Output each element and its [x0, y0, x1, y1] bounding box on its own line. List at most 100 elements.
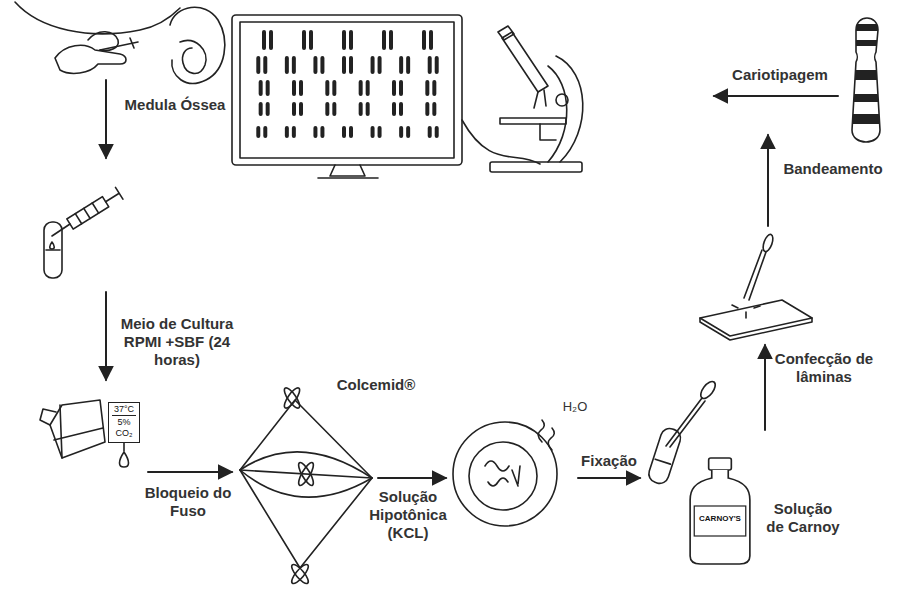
karyotype — [399, 126, 403, 138]
incubator-setting: 5% CO₂ — [112, 415, 136, 439]
karyotype — [399, 80, 403, 96]
monitor — [240, 22, 454, 158]
tube-pipette — [647, 426, 683, 485]
karyotype — [256, 30, 438, 138]
step-label: Bloqueio do Fuso — [140, 484, 236, 520]
step-label: Medula Óssea — [118, 96, 232, 114]
culture-flask — [40, 400, 105, 458]
karyotype — [349, 30, 353, 50]
syringe-tube — [44, 187, 123, 278]
mitotic-spindle — [240, 386, 372, 586]
bottle-label-text: CARNOY'S — [686, 514, 754, 524]
karyotype — [332, 102, 336, 116]
microscope — [498, 26, 514, 40]
tube-pipette — [655, 459, 670, 464]
mitotic-spindle — [240, 452, 372, 478]
karyotype — [320, 56, 324, 74]
flow-arrow — [578, 477, 640, 479]
swollen-cell — [512, 466, 520, 486]
microscope — [534, 90, 546, 108]
microscope — [556, 56, 583, 162]
karyotype — [313, 126, 317, 138]
banded-chromosome — [852, 18, 880, 142]
karyotype — [359, 102, 363, 116]
karyotype — [342, 126, 346, 138]
karyotype — [392, 80, 396, 96]
karyotype — [435, 56, 439, 74]
tube-pipette — [647, 379, 718, 486]
tube-pipette — [698, 379, 718, 401]
bottle-outline — [686, 456, 754, 566]
karyotype — [435, 126, 439, 138]
culture-flask — [40, 409, 56, 425]
banded-chromosome — [850, 40, 884, 46]
mitotic-spindle — [240, 400, 372, 568]
syringe-tube — [75, 187, 123, 224]
karyotype — [342, 56, 346, 74]
microscope — [490, 26, 583, 172]
karyotype — [256, 56, 260, 74]
mitotic-spindle — [282, 386, 302, 410]
karyotype — [263, 56, 267, 74]
bottle-cap — [709, 458, 732, 470]
mitotic-spindle — [282, 386, 302, 410]
karyotype — [349, 56, 353, 74]
karyotype — [285, 56, 289, 74]
karyotype — [269, 30, 273, 50]
karyotype — [342, 30, 346, 50]
karyotype — [259, 80, 263, 96]
sign-stand — [123, 443, 125, 451]
step-label: Solução Hipotônica (KCL) — [362, 488, 454, 542]
karyotype — [309, 30, 313, 50]
flow-arrow — [764, 345, 766, 430]
swollen-cell — [469, 442, 537, 510]
drop — [120, 452, 129, 467]
patient-sketch — [55, 45, 126, 73]
tube-pipette — [666, 398, 702, 446]
karyotype — [262, 30, 266, 50]
slide-dropper — [700, 318, 812, 340]
patient-sketch — [180, 41, 206, 74]
karyotype — [292, 102, 296, 116]
swollen-cell — [488, 478, 508, 486]
tube-pipette — [647, 426, 683, 485]
swollen-cell — [538, 420, 544, 442]
step-label: Confecção de lâminas — [770, 350, 878, 386]
karyotype — [313, 56, 317, 74]
karyotype — [299, 102, 303, 116]
mitotic-spindle — [296, 461, 316, 488]
monitor — [330, 165, 365, 176]
syringe-tube — [67, 197, 109, 229]
swollen-cell — [548, 428, 554, 450]
flow-arrow — [767, 135, 769, 226]
banded-chromosome — [850, 18, 884, 142]
culture-flask — [50, 400, 105, 458]
step-label: Solução de Carnoy — [764, 500, 842, 536]
karyotype — [429, 30, 433, 50]
slide-dropper — [732, 305, 760, 318]
slide-dropper — [749, 252, 766, 300]
swollen-cell — [453, 420, 557, 526]
karyotype — [428, 126, 432, 138]
karyotype — [366, 80, 370, 96]
culture-flask — [60, 405, 62, 458]
karyotype — [378, 56, 382, 74]
step-label: Meio de Cultura RPMI +SBF (24 horas) — [114, 315, 240, 369]
monitor — [318, 177, 378, 179]
karyotype — [406, 56, 410, 74]
karyotype — [266, 102, 270, 116]
reagent-bottle: CARNOY'S — [686, 456, 754, 566]
step-label: Colcemid® — [330, 376, 422, 394]
karyotype — [432, 80, 436, 96]
slide-dropper — [700, 300, 812, 336]
karyotype — [285, 126, 289, 138]
microscope — [502, 32, 548, 92]
karyotype — [259, 102, 263, 116]
step-label: Cariotipagem — [724, 66, 836, 84]
banded-chromosome — [850, 24, 884, 31]
karyotype — [266, 80, 270, 96]
karyotype — [292, 126, 296, 138]
illustration — [15, 2, 884, 586]
karyotype — [432, 102, 436, 116]
